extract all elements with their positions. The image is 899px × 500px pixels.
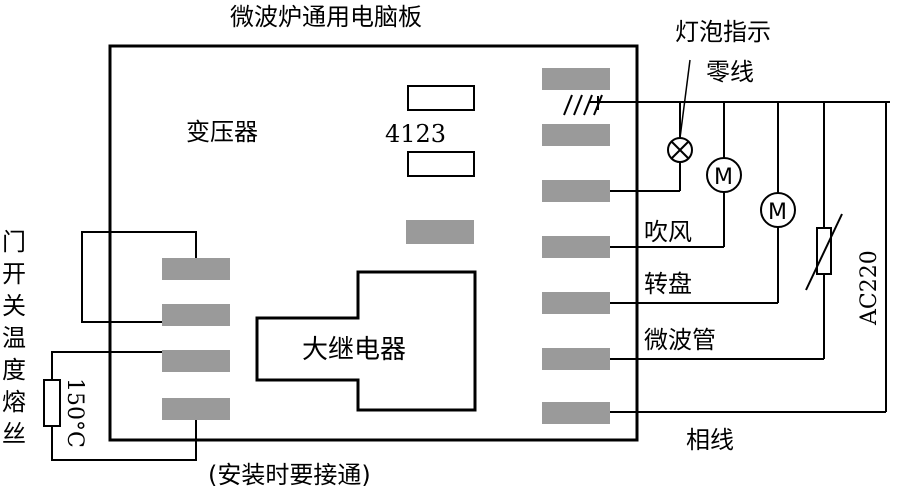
svg-text:M: M (768, 200, 787, 225)
relay-outline (255, 270, 477, 412)
lamp-leader-line (679, 59, 691, 139)
motor-icon: M (760, 192, 796, 228)
neutral-bus-hatch (563, 94, 603, 116)
turntable-label: 转盘 (644, 270, 692, 298)
door-switch-label: 门 开 关 (2, 228, 34, 320)
board-title: 微波炉通用电脑板 (230, 3, 422, 31)
chip-pad-filled (406, 220, 474, 244)
control-board-outline (108, 44, 639, 442)
magnetron-label: 微波管 (644, 326, 716, 354)
fuse-rating: 150°C (62, 378, 87, 448)
fuse-wire-top (51, 351, 162, 380)
terminal-right-3 (542, 180, 610, 202)
terminal-right-7 (542, 402, 610, 424)
fan-label: 吹风 (644, 218, 692, 246)
chip-label: 4123 (385, 120, 446, 148)
terminal-left-3 (162, 350, 230, 372)
fuse-element (43, 379, 61, 427)
relay-label: 大继电器 (302, 335, 406, 365)
chip-pad-upper (407, 85, 475, 111)
terminal-right-4 (542, 236, 610, 258)
terminal-left-1 (162, 258, 230, 280)
magnetron-arrow (805, 213, 843, 291)
neutral-label: 零线 (706, 58, 754, 86)
fuse-wire-bottom (51, 420, 197, 461)
lamp-label: 灯泡指示 (675, 18, 771, 46)
lamp-cross-icon (667, 137, 693, 163)
chip-pad-lower (407, 151, 475, 177)
motor-icon: M (706, 157, 742, 193)
install-note: (安装时要接通) (208, 461, 371, 489)
terminal-right-2 (542, 124, 610, 146)
transformer-label: 变压器 (186, 118, 258, 146)
svg-text:M: M (714, 165, 733, 190)
terminal-right-6 (542, 348, 610, 370)
live-label: 相线 (686, 426, 734, 454)
door-switch-wire (81, 231, 197, 323)
supply-label: AC220 (857, 250, 882, 326)
terminal-right-5 (542, 292, 610, 314)
fuse-label: 温 度 熔 丝 (2, 324, 34, 448)
terminal-right-1 (542, 68, 610, 90)
terminal-left-4 (162, 398, 230, 420)
terminal-left-2 (162, 304, 230, 326)
